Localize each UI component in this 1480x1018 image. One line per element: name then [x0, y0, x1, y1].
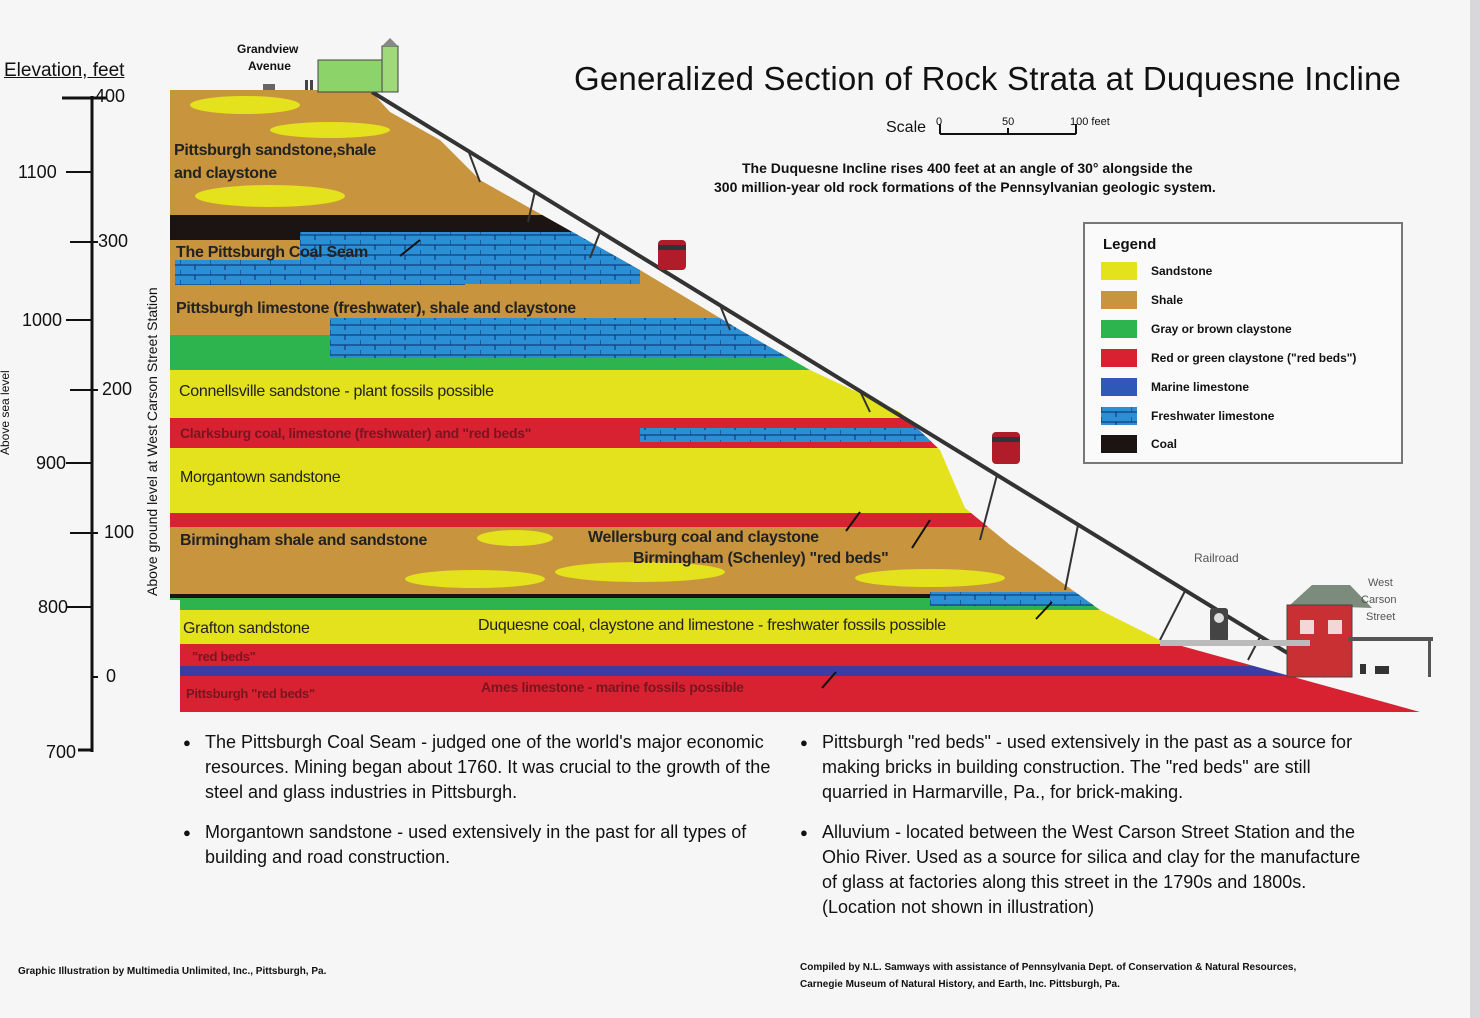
layer-label-pittsburgh-sandstone-1: Pittsburgh sandstone,shale	[174, 142, 377, 159]
ground-tick-400: 400	[95, 86, 126, 106]
railroad-label: Railroad	[1194, 551, 1239, 565]
claystone-swatch	[1101, 320, 1137, 338]
legend-label-freshwater-limestone: Freshwater limestone	[1151, 409, 1275, 423]
scale-tick-100: 100 feet	[1070, 116, 1110, 128]
layer-label-birmingham: Birmingham shale and sandstone	[180, 532, 428, 549]
scale-tick-0: 0	[936, 116, 943, 128]
elevation-axis-title: Elevation, feet	[4, 60, 125, 81]
grandview-station	[263, 38, 399, 93]
marine-limestone-swatch	[1101, 378, 1137, 396]
note-red-beds: Pittsburgh "red beds" - used extensively…	[800, 730, 1372, 805]
railroad-signal	[1160, 608, 1310, 646]
note-coal-seam: The Pittsburgh Coal Seam - judged one of…	[183, 730, 785, 805]
layer-label-clarksburg: Clarksburg coal, limestone (freshwater) …	[180, 425, 532, 441]
layer-label-connellsville: Connellsville sandstone - plant fossils …	[179, 383, 494, 400]
legend-box: Legend Sandstone Shale Gray or brown cla…	[1083, 222, 1403, 464]
layer-label-grafton: Grafton sandstone	[183, 620, 310, 637]
layer-label-ames: Ames limestone - marine fossils possible	[481, 679, 744, 695]
sea-tick-800: 800	[38, 597, 69, 617]
legend-label-marine-limestone: Marine limestone	[1151, 380, 1250, 394]
red-beds-layer	[170, 644, 1420, 666]
ground-level-label: Above ground level at West Carson Street…	[144, 287, 160, 596]
layer-label-wellersburg: Wellersburg coal and claystone	[588, 529, 819, 546]
west-carson-station	[1286, 585, 1433, 678]
ames-limestone-layer	[170, 666, 1420, 676]
incline-track	[370, 90, 1327, 678]
legend-label-claystone: Gray or brown claystone	[1151, 322, 1292, 336]
layer-label-coal-seam: The Pittsburgh Coal Seam	[176, 244, 368, 261]
ground-tick-0: 0	[106, 666, 117, 686]
layer-label-red-beds: "red beds"	[192, 649, 256, 664]
grandview-label-line1: Grandview	[237, 42, 299, 56]
elevation-axis	[62, 96, 106, 752]
note-morgantown: Morgantown sandstone - used extensively …	[183, 820, 775, 870]
legend-title: Legend	[1103, 236, 1157, 253]
shale-swatch	[1101, 291, 1137, 309]
legend-label-coal: Coal	[1151, 437, 1178, 451]
sandstone-swatch	[1101, 262, 1137, 280]
grandview-label-line2: Avenue	[248, 59, 291, 73]
ground-tick-300: 300	[98, 231, 129, 251]
layer-label-pittsburgh-sandstone-2: and claystone	[174, 165, 277, 182]
sea-tick-900: 900	[36, 453, 67, 473]
subtitle-line-2: 300 million-year old rock formations of …	[714, 179, 1216, 195]
coal-seam-arrow	[399, 239, 421, 257]
scale-tick-50: 50	[1002, 116, 1015, 128]
legend-label-red-beds: Red or green claystone ("red beds")	[1151, 351, 1357, 365]
sea-level-label: Above sea level	[0, 370, 12, 455]
sea-tick-700: 700	[46, 742, 77, 762]
layer-label-duquesne: Duquesne coal, claystone and limestone -…	[478, 617, 946, 634]
legend-label-shale: Shale	[1151, 293, 1184, 307]
sea-tick-1100: 1100	[18, 162, 57, 182]
freshwater-limestone-swatch	[1101, 407, 1137, 425]
west-carson-label-line3: Street	[1366, 611, 1396, 623]
page-title: Generalized Section of Rock Strata at Du…	[574, 60, 1402, 97]
red-beds-swatch	[1101, 349, 1137, 367]
sea-tick-1000: 1000	[22, 310, 63, 330]
west-carson-label-line2: Carson	[1361, 594, 1397, 606]
credit-illustration: Graphic Illustration by Multimedia Unlim…	[18, 966, 327, 977]
ground-tick-100: 100	[104, 522, 135, 542]
incline-car-lower	[992, 432, 1020, 464]
credit-compiled-line2: Carnegie Museum of Natural History, and …	[800, 979, 1120, 990]
layer-label-morgantown: Morgantown sandstone	[180, 469, 341, 486]
legend-label-sandstone: Sandstone	[1151, 264, 1213, 278]
subtitle-line-1: The Duquesne Incline rises 400 feet at a…	[742, 160, 1193, 176]
ground-tick-200: 200	[102, 379, 133, 399]
west-carson-label-line1: West	[1368, 577, 1393, 589]
scale-label: Scale	[886, 119, 927, 136]
scale-bar	[939, 124, 1077, 135]
layer-label-pittsburgh-limestone: Pittsburgh limestone (freshwater), shale…	[176, 300, 576, 317]
layer-label-birmingham-red-beds: Birmingham (Schenley) "red beds"	[633, 550, 889, 567]
layer-label-pittsburgh-red-beds: Pittsburgh "red beds"	[186, 686, 315, 701]
coal-swatch	[1101, 435, 1137, 453]
pittsburgh-red-beds-layer	[170, 676, 1420, 712]
note-alluvium: Alluvium - located between the West Cars…	[800, 820, 1367, 920]
incline-car-upper	[658, 240, 686, 270]
credit-compiled-line1: Compiled by N.L. Samways with assistance…	[800, 962, 1297, 973]
